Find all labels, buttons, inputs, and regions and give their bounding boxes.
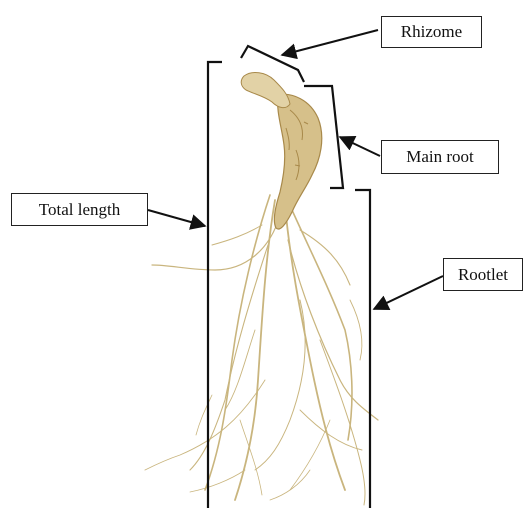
rhizome-arrow	[282, 30, 378, 55]
rootlet-label: Rootlet	[443, 258, 523, 291]
total-length-label: Total length	[11, 193, 148, 226]
main-root-label: Main root	[381, 140, 499, 174]
rootlet-bracket	[355, 190, 370, 508]
rootlet-arrow	[374, 276, 443, 309]
main-root-arrow	[340, 137, 380, 156]
total-length-arrow	[148, 210, 205, 226]
main-root-shape	[274, 94, 321, 229]
rhizome-label: Rhizome	[381, 16, 482, 48]
rootlets	[145, 195, 378, 505]
rhizome-shape	[241, 73, 290, 108]
